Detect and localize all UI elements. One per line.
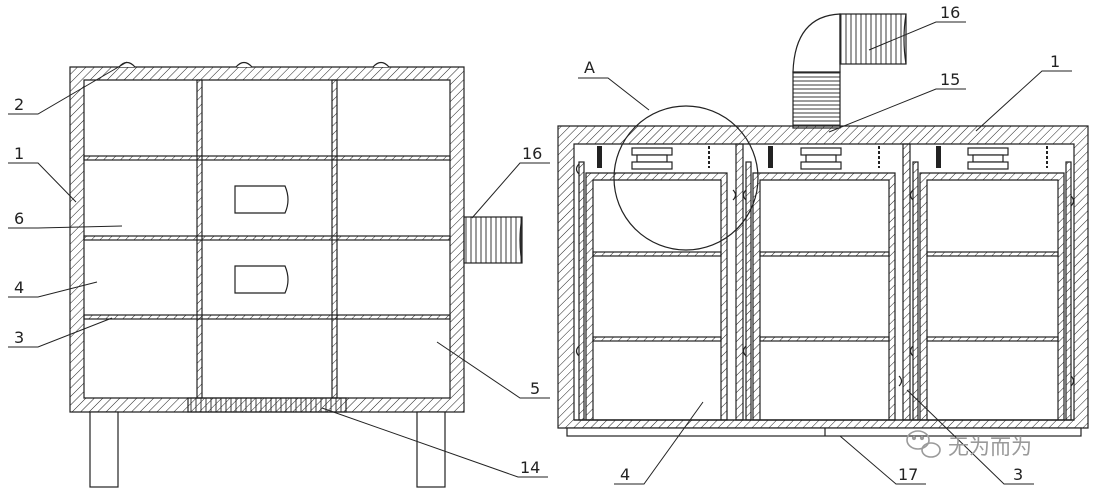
right-labels: A 16 15 1 4 17 3	[584, 3, 1060, 484]
callout-label: 14	[520, 458, 540, 477]
callout-label: 15	[940, 70, 960, 89]
callout-label: 3	[14, 328, 24, 347]
right-divider	[902, 143, 911, 421]
right-base-plate	[566, 427, 1082, 437]
left-window	[234, 185, 289, 214]
callout-label: 2	[14, 95, 24, 114]
callout-label: 4	[14, 278, 24, 297]
left-labels: 2 1 6 4 3 16 5 14	[14, 95, 542, 477]
right-connector	[631, 147, 1009, 170]
callout-label: 1	[14, 144, 24, 163]
right-drawer	[752, 172, 896, 421]
left-knob	[372, 61, 390, 68]
callout-label: 4	[620, 465, 630, 484]
right-leaders	[578, 21, 1072, 485]
watermark: 无为而为	[906, 430, 1032, 459]
callout-label: 6	[14, 209, 24, 228]
wechat-icon	[906, 430, 941, 458]
right-spring	[597, 146, 941, 168]
callout-label: A	[584, 58, 595, 77]
left-knob	[235, 61, 253, 68]
left-view	[69, 61, 523, 488]
left-shelf	[83, 235, 451, 241]
callout-label: 1	[1050, 52, 1060, 71]
left-window	[234, 265, 289, 294]
left-side-duct	[463, 216, 523, 264]
callout-label: 5	[530, 379, 540, 398]
left-shelf	[83, 155, 451, 161]
left-leaders	[8, 61, 550, 478]
right-vent-elbow	[792, 13, 841, 73]
detail-circle-a	[613, 105, 759, 251]
right-housing-wall	[557, 125, 1089, 429]
callout-label: 17	[898, 465, 918, 484]
left-grille	[187, 397, 347, 413]
callout-label: 3	[1013, 465, 1023, 484]
right-vent-pipe	[792, 71, 841, 129]
right-view	[557, 13, 1089, 437]
callout-label: 16	[940, 3, 960, 22]
left-housing-wall	[69, 66, 465, 413]
right-drawer	[585, 172, 728, 421]
right-latch	[575, 163, 1075, 387]
left-leg	[89, 411, 119, 488]
left-shelf	[83, 314, 451, 320]
right-drawer	[919, 172, 1065, 421]
watermark-text: 无为而为	[948, 435, 1032, 459]
callout-label: 16	[522, 144, 542, 163]
right-divider	[735, 143, 744, 421]
